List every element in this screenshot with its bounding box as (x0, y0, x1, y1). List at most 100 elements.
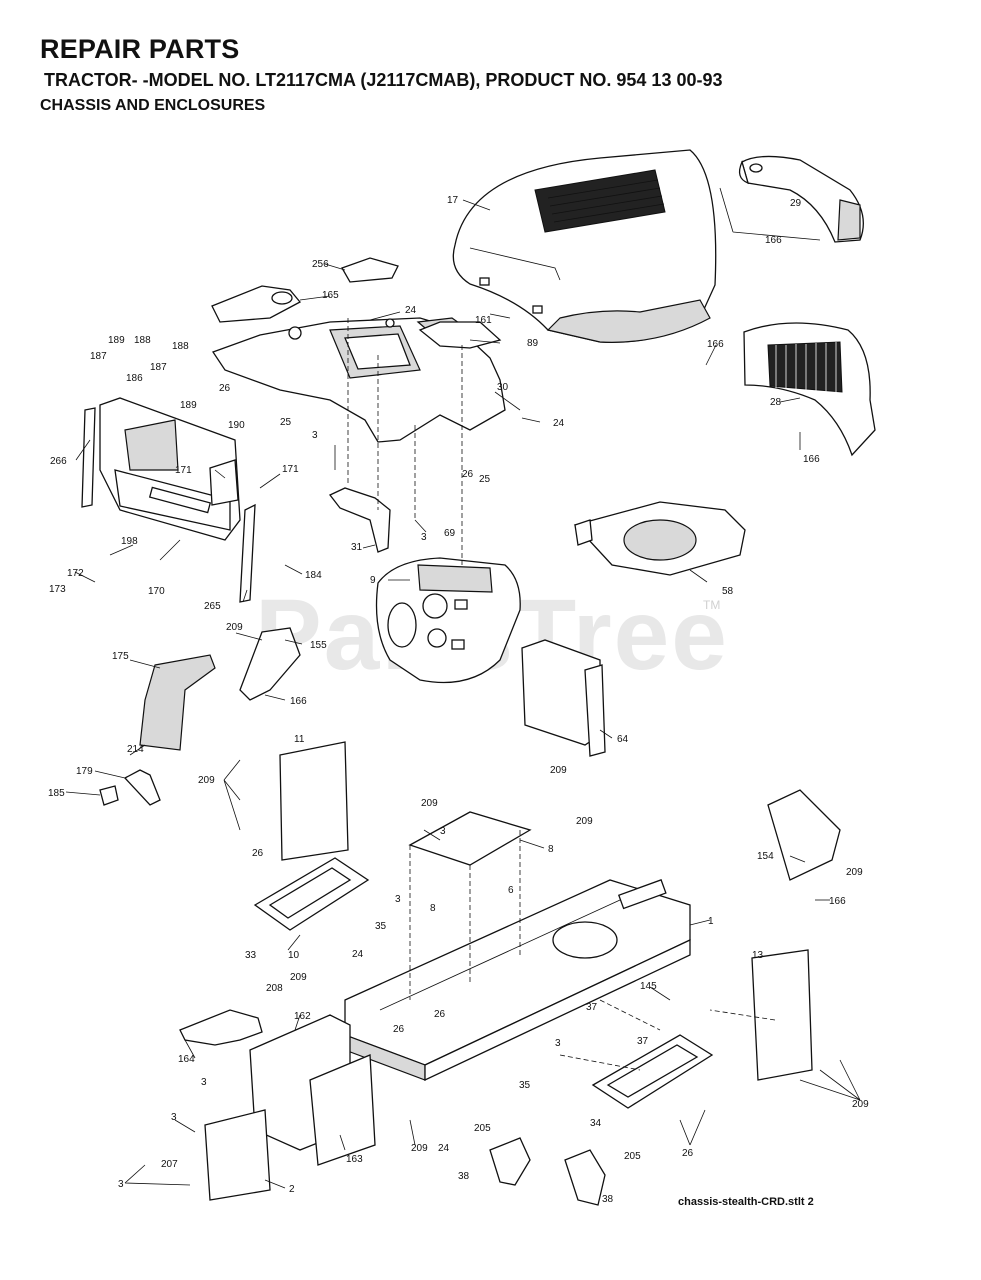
callout-13[interactable]: 13 (752, 950, 764, 961)
instrument-panel-part[interactable] (375, 557, 521, 684)
callout-155[interactable]: 155 (310, 640, 327, 651)
callout-266[interactable]: 266 (50, 456, 67, 467)
grille-part[interactable] (743, 322, 876, 457)
callout-172[interactable]: 172 (67, 568, 84, 579)
callout-33[interactable]: 33 (245, 950, 257, 961)
callout-26[interactable]: 26 (219, 383, 231, 394)
hood-part[interactable] (452, 149, 717, 343)
callout-209[interactable]: 209 (198, 775, 215, 786)
callout-190[interactable]: 190 (228, 420, 245, 431)
callout-25[interactable]: 25 (479, 474, 491, 485)
callout-173[interactable]: 173 (49, 584, 66, 595)
callout-166[interactable]: 166 (765, 235, 782, 246)
column-bracket-part[interactable] (328, 487, 391, 553)
callout-184[interactable]: 184 (305, 570, 322, 581)
callout-34[interactable]: 34 (590, 1118, 602, 1129)
callout-29[interactable]: 29 (790, 198, 802, 209)
callout-163[interactable]: 163 (346, 1154, 363, 1165)
callout-31[interactable]: 31 (351, 542, 363, 553)
callout-3[interactable]: 3 (440, 826, 446, 837)
callout-26[interactable]: 26 (434, 1009, 446, 1020)
side-panel-part[interactable] (521, 639, 606, 757)
callout-175[interactable]: 175 (112, 651, 129, 662)
callout-209[interactable]: 209 (290, 972, 307, 983)
callout-214[interactable]: 214 (127, 744, 144, 755)
callout-10[interactable]: 10 (288, 950, 300, 961)
front-nose-part[interactable] (738, 155, 864, 243)
callout-188[interactable]: 188 (134, 335, 151, 346)
dash-trim-part[interactable] (418, 321, 502, 349)
callout-207[interactable]: 207 (161, 1159, 178, 1170)
callout-26[interactable]: 26 (682, 1148, 694, 1159)
callout-187[interactable]: 187 (90, 351, 107, 362)
callout-186[interactable]: 186 (126, 373, 143, 384)
callout-35[interactable]: 35 (519, 1080, 531, 1091)
fuel-cover-part[interactable] (211, 257, 399, 323)
callout-209[interactable]: 209 (576, 816, 593, 827)
callout-3[interactable]: 3 (555, 1038, 561, 1049)
callout-265[interactable]: 265 (204, 601, 221, 612)
callout-179[interactable]: 179 (76, 766, 93, 777)
footrest-part[interactable] (253, 857, 370, 931)
callout-187[interactable]: 187 (150, 362, 167, 373)
callout-24[interactable]: 24 (438, 1143, 450, 1154)
callout-209[interactable]: 209 (852, 1099, 869, 1110)
callout-24[interactable]: 24 (352, 949, 364, 960)
callout-3[interactable]: 3 (312, 430, 318, 441)
callout-205[interactable]: 205 (474, 1123, 491, 1134)
callout-26[interactable]: 26 (462, 469, 474, 480)
callout-3[interactable]: 3 (201, 1077, 207, 1088)
callout-11[interactable]: 11 (294, 734, 305, 745)
mounting-plate-part[interactable] (279, 741, 841, 1081)
callout-6[interactable]: 6 (508, 885, 514, 896)
callout-166[interactable]: 166 (803, 454, 820, 465)
callout-17[interactable]: 17 (447, 195, 459, 206)
callout-3[interactable]: 3 (171, 1112, 177, 1123)
callout-25[interactable]: 25 (280, 417, 292, 428)
callout-256[interactable]: 256 (312, 259, 329, 270)
callout-209[interactable]: 209 (226, 622, 243, 633)
callout-162[interactable]: 162 (294, 1011, 311, 1022)
callout-58[interactable]: 58 (722, 586, 734, 597)
callout-26[interactable]: 26 (252, 848, 264, 859)
callout-189[interactable]: 189 (180, 400, 197, 411)
callout-198[interactable]: 198 (121, 536, 138, 547)
callout-188[interactable]: 188 (172, 341, 189, 352)
callout-145[interactable]: 145 (640, 981, 657, 992)
front-bracket-part[interactable] (204, 1014, 376, 1201)
callout-166[interactable]: 166 (290, 696, 307, 707)
callout-2[interactable]: 2 (289, 1184, 295, 1195)
callout-35[interactable]: 35 (375, 921, 387, 932)
callout-89[interactable]: 89 (527, 338, 539, 349)
callout-38[interactable]: 38 (602, 1194, 614, 1205)
callout-24[interactable]: 24 (405, 305, 417, 316)
callout-28[interactable]: 28 (770, 397, 782, 408)
hitch-bracket-part[interactable] (489, 1137, 606, 1206)
callout-1[interactable]: 1 (708, 916, 714, 927)
callout-189[interactable]: 189 (108, 335, 125, 346)
callout-8[interactable]: 8 (548, 844, 554, 855)
callout-208[interactable]: 208 (266, 983, 283, 994)
callout-185[interactable]: 185 (48, 788, 65, 799)
callout-37[interactable]: 37 (637, 1036, 649, 1047)
callout-3[interactable]: 3 (395, 894, 401, 905)
callout-164[interactable]: 164 (178, 1054, 195, 1065)
callout-170[interactable]: 170 (148, 586, 165, 597)
callout-9[interactable]: 9 (370, 575, 376, 586)
callout-3[interactable]: 3 (118, 1179, 124, 1190)
seat-pan-part[interactable] (573, 501, 746, 576)
callout-209[interactable]: 209 (421, 798, 438, 809)
callout-209[interactable]: 209 (411, 1143, 428, 1154)
callout-24[interactable]: 24 (553, 418, 565, 429)
callout-166[interactable]: 166 (707, 339, 724, 350)
callout-154[interactable]: 154 (757, 851, 774, 862)
callout-37[interactable]: 37 (586, 1002, 598, 1013)
callout-3[interactable]: 3 (421, 532, 427, 543)
callout-205[interactable]: 205 (624, 1151, 641, 1162)
right-footrest-part[interactable] (591, 1034, 714, 1109)
dash-panel-part[interactable] (211, 317, 506, 443)
main-frame-part[interactable] (344, 879, 691, 1082)
callout-161[interactable]: 161 (475, 315, 492, 326)
pedal-bracket-part[interactable] (139, 627, 301, 751)
callout-209[interactable]: 209 (846, 867, 863, 878)
